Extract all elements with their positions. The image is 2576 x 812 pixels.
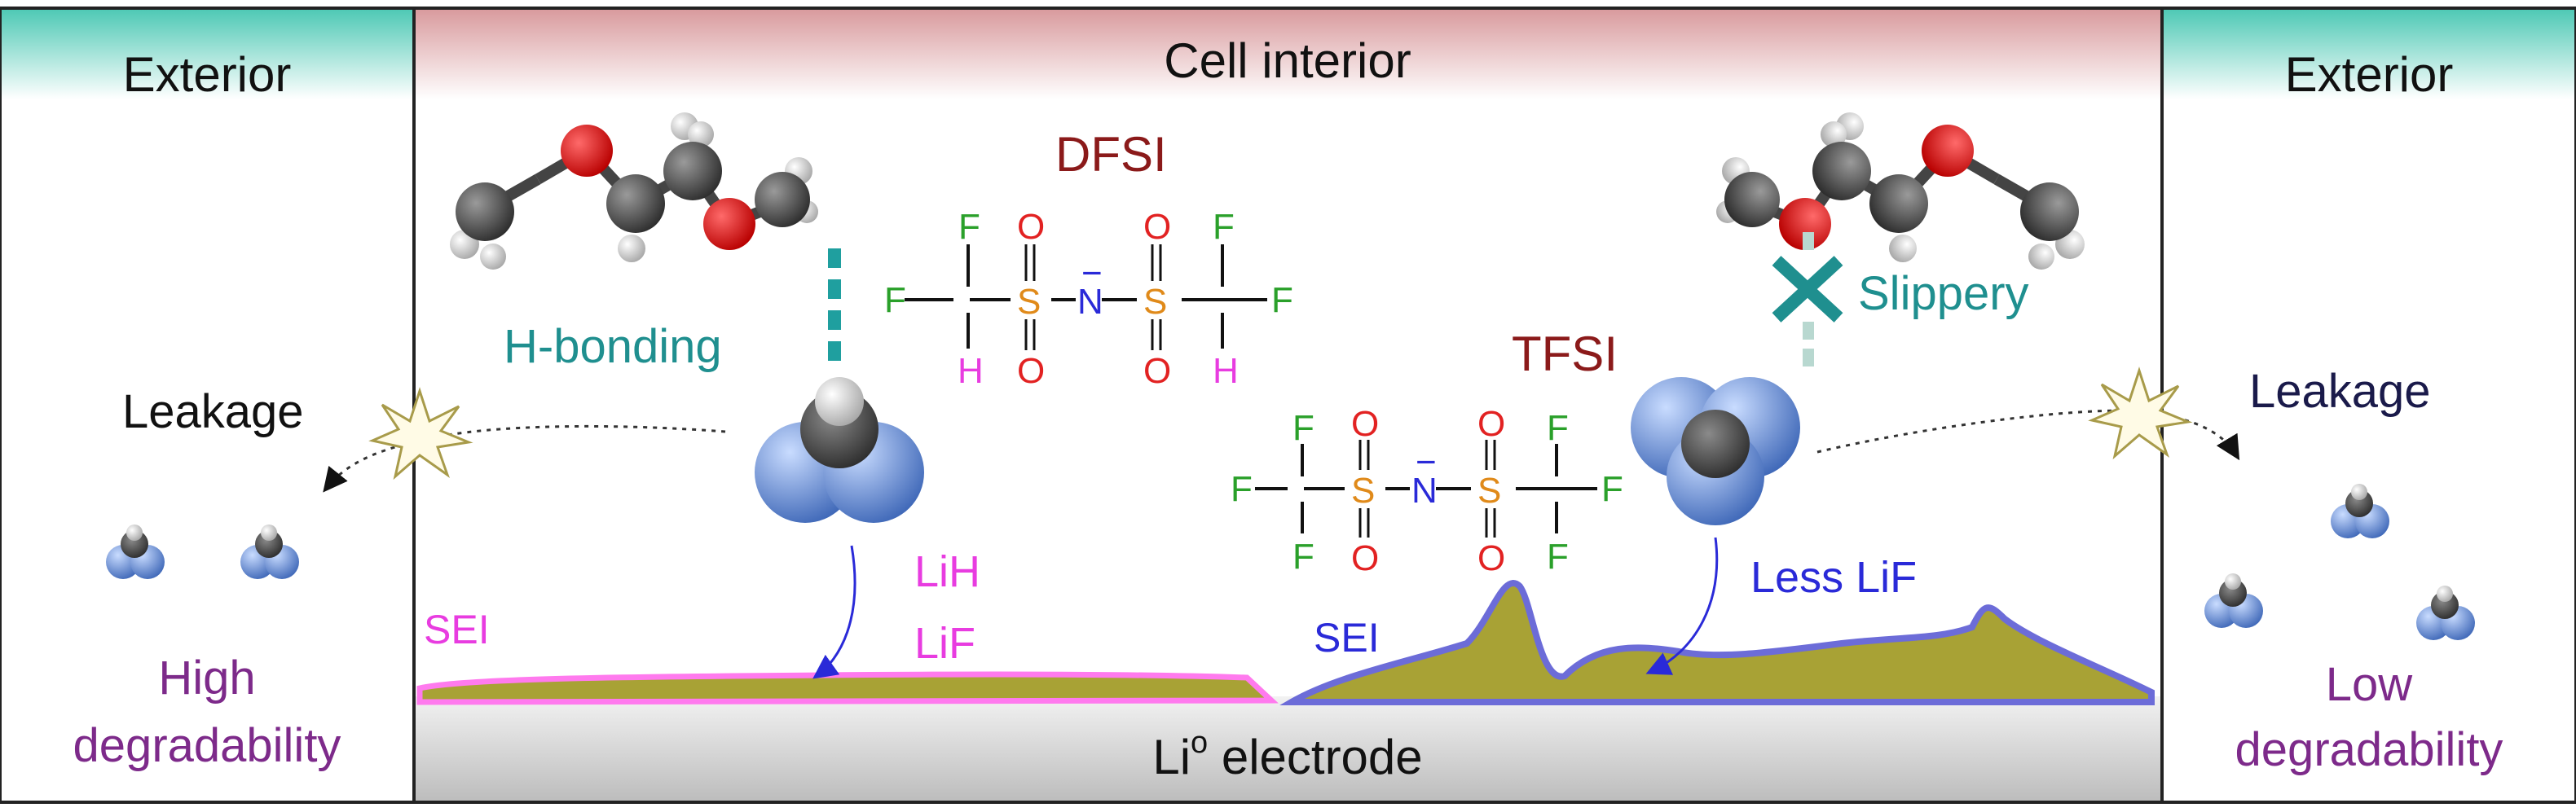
electrode-label-main: Li <box>1152 730 1191 784</box>
li-electrode <box>416 696 2160 801</box>
left-reduction-arrow <box>812 545 856 679</box>
dfsi-f-left: F <box>884 280 906 320</box>
tfsi-label: TFSI <box>1512 327 1618 381</box>
left-exterior-title: Exterior <box>123 47 292 102</box>
left-leakage-label: Leakage <box>122 385 304 438</box>
right-exterior-title: Exterior <box>2285 47 2454 102</box>
tfsi-o-1: O <box>1351 404 1379 444</box>
tfsi-o-4: O <box>1477 538 1505 578</box>
dfsi-f-top-left: F <box>958 207 980 247</box>
left-starburst-icon <box>368 387 473 481</box>
less-lif-label: Less LiF <box>1750 553 1917 602</box>
dfsi-o-3: O <box>1143 207 1171 247</box>
left-degradability-line1: High <box>158 652 255 704</box>
left-exterior-header-gradient <box>2 10 412 99</box>
dfsi-n: N <box>1077 282 1103 322</box>
right-reduction-arrow <box>1645 537 1719 675</box>
tfsi-f-4: F <box>1547 408 1569 448</box>
dfsi-s-left: S <box>1017 282 1041 322</box>
dfsi-n-charge: − <box>1081 253 1103 293</box>
electrode-label-rest: electrode <box>1208 730 1423 784</box>
dfsi-o-4: O <box>1143 351 1171 391</box>
dfsi-s-right: S <box>1143 282 1167 322</box>
dfsi-o-2: O <box>1017 351 1045 391</box>
left-sei-layer <box>416 671 1279 705</box>
left-cation-icon <box>755 377 924 523</box>
dfsi-f-top-right: F <box>1213 207 1235 247</box>
right-sei-layer <box>1279 580 2155 705</box>
dfsi-h-left: H <box>958 351 984 391</box>
right-degradability-line2: degradability <box>2235 723 2503 776</box>
tfsi-f-6: F <box>1547 537 1569 577</box>
dfsi-f-right: F <box>1271 280 1293 320</box>
right-sei-label: SEI <box>1314 615 1380 661</box>
right-starburst-icon <box>2088 366 2193 460</box>
tfsi-s-left: S <box>1351 471 1375 511</box>
tfsi-n-charge: − <box>1416 442 1437 482</box>
tfsi-n: N <box>1411 471 1438 511</box>
h-bond-dashes <box>828 248 841 361</box>
dfsi-h-right: H <box>1213 351 1239 391</box>
lih-label: LiH <box>914 547 980 596</box>
left-degradability-line2: degradability <box>73 719 341 772</box>
tfsi-f-1: F <box>1292 408 1314 448</box>
right-leakage-path <box>1816 409 2240 461</box>
right-exterior-header-gradient <box>2164 10 2574 99</box>
cell-interior-title: Cell interior <box>1164 33 1411 88</box>
left-sei-label: SEI <box>424 607 490 652</box>
tfsi-formula: F F F S O O N − S O O F F F <box>1231 404 1623 578</box>
tfsi-o-3: O <box>1477 404 1505 444</box>
right-leakage-label: Leakage <box>2249 365 2431 418</box>
electrode-label: Lio electrode <box>1152 726 1422 784</box>
dfsi-formula: F F H S O O N − S O O F F H <box>884 207 1293 391</box>
dfsi-o-1: O <box>1017 207 1045 247</box>
tfsi-o-2: O <box>1351 538 1379 578</box>
right-cation-icon <box>1631 377 1800 525</box>
right-degradability-line1: Low <box>2326 658 2414 711</box>
tfsi-f-2: F <box>1231 469 1253 509</box>
cross-icon <box>1772 256 1843 323</box>
dfsi-label: DFSI <box>1055 127 1167 182</box>
left-exterior-panel <box>0 7 416 804</box>
cell-interior-header-gradient <box>416 10 2160 99</box>
tfsi-f-5: F <box>1601 469 1623 509</box>
lif-label: LiF <box>914 619 975 668</box>
slippery-label: Slippery <box>1858 267 2029 320</box>
h-bonding-label: H-bonding <box>504 320 722 373</box>
tfsi-s-right: S <box>1477 471 1501 511</box>
tfsi-f-3: F <box>1292 537 1314 577</box>
slippery-dashes <box>1803 232 1814 366</box>
electrode-label-sup: o <box>1191 726 1208 760</box>
